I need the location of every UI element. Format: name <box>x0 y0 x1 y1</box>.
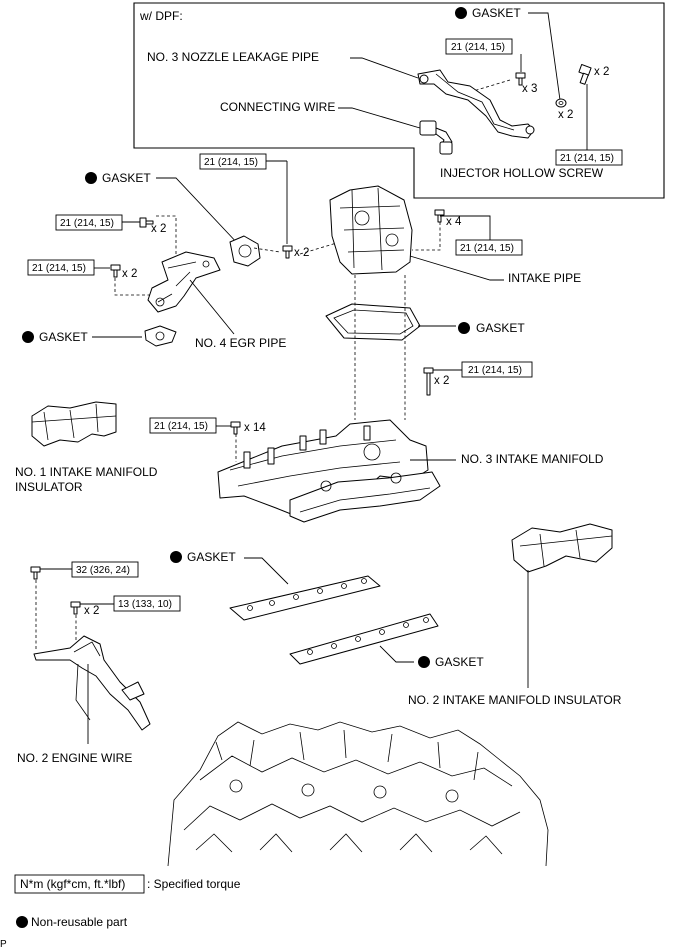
nonreusable-marker-icon <box>418 656 430 668</box>
page-code: P <box>0 939 7 949</box>
count-manifold-side-bolt: x 2 <box>434 375 449 387</box>
torque-box-egr-flange-bolt <box>199 153 267 170</box>
label-no1-intake-manifold-insulator-line2: INSULATOR <box>15 480 83 494</box>
no1-intake-manifold-insulator-part <box>31 401 117 447</box>
no4-egr-pipe-part <box>147 251 221 313</box>
nonreusable-marker-icon <box>16 916 28 928</box>
bolt-icon <box>139 217 154 228</box>
torque-box-egr-upper-bolt <box>55 214 123 231</box>
egr-flange-gasket-part <box>229 235 261 267</box>
torque-hollow-screw: 21 (214, 15) <box>560 153 614 164</box>
nonreusable-marker-icon <box>455 7 467 19</box>
legend-torque-unit: N*m (kgf*cm, ft.*lbf) <box>20 877 125 891</box>
dpf-inset: w/ DPF: GASKET 21 (214, 15) x 3 NO. 3 NO… <box>133 2 665 199</box>
label-no2-engine-wire: NO. 2 ENGINE WIRE <box>17 751 132 765</box>
manifold-area: NO. 1 INTAKE MANIFOLD INSULATOR 21 (214,… <box>15 361 604 523</box>
label-intake-pipe: INTAKE PIPE <box>508 271 581 285</box>
torque-box-engine-wire-bolt-a <box>71 561 139 578</box>
torque-box-manifold-bolt <box>149 417 217 434</box>
torque-intake-pipe-bolt: 21 (214, 15) <box>460 243 514 254</box>
bolt-icon <box>282 245 293 259</box>
bolt-icon <box>423 367 434 396</box>
egr-area: GASKET 21 (214, 15) x 2 21 (214, 15) x 2… <box>22 153 341 350</box>
count-dpf-bolt: x 3 <box>522 83 537 95</box>
engine-block-part <box>167 721 549 867</box>
hollow-screw-icon <box>578 64 592 85</box>
count-engine-wire-bolt-b: x 2 <box>84 605 99 617</box>
torque-box-engine-wire-bolt-b <box>113 595 181 612</box>
legend-nonreusable-desc: Non-reusable part <box>31 915 128 929</box>
label-no1-intake-manifold-insulator-line1: NO. 1 INTAKE MANIFOLD <box>15 465 158 479</box>
label-no2-intake-manifold-insulator: NO. 2 INTAKE MANIFOLD INSULATOR <box>408 693 622 707</box>
dpf-gasket-part <box>555 98 567 108</box>
no2-insulator-area: NO. 2 INTAKE MANIFOLD INSULATOR <box>408 523 622 707</box>
label-gasket-manifold-upper: GASKET <box>187 550 236 564</box>
torque-engine-wire-bolt-b: 13 (133, 10) <box>118 599 172 610</box>
torque-egr-lower-bolt: 21 (214, 15) <box>32 263 86 274</box>
label-gasket-manifold-lower: GASKET <box>435 655 484 669</box>
intake-pipe-area: INTAKE PIPE x 4 21 (214, 15) GASKET <box>325 185 581 420</box>
no2-intake-manifold-insulator-part <box>511 523 613 573</box>
count-intake-pipe-bolt: x 4 <box>446 216 462 228</box>
legend: N*m (kgf*cm, ft.*lbf) : Specified torque… <box>0 874 241 949</box>
count-egr-flange-bolt: x 2 <box>294 247 309 259</box>
bolt-icon <box>30 566 41 580</box>
label-injector-hollow-screw: INJECTOR HOLLOW SCREW <box>440 166 604 180</box>
manifold-upper-gasket-part <box>229 575 381 621</box>
count-hollow-screw: x 2 <box>594 66 609 78</box>
bolt-icon <box>110 264 121 278</box>
manifold-lower-gasket-part <box>289 613 439 665</box>
legend-torque-desc: : Specified torque <box>147 877 241 891</box>
label-gasket-intake-pipe: GASKET <box>476 321 525 335</box>
legend-torque-box <box>14 874 145 894</box>
label-no3-intake-manifold: NO. 3 INTAKE MANIFOLD <box>461 452 604 466</box>
intake-gasket-part <box>325 303 421 341</box>
bolt-icon <box>434 209 445 223</box>
torque-box-intake-pipe-bolt <box>455 239 523 256</box>
no3-intake-manifold-part <box>217 419 441 523</box>
torque-egr-upper-bolt: 21 (214, 15) <box>60 218 114 229</box>
torque-engine-wire-bolt-a: 32 (326, 24) <box>76 565 130 576</box>
bolt-icon <box>515 72 526 86</box>
label-connecting-wire: CONNECTING WIRE <box>220 100 335 114</box>
torque-box-manifold-side-bolt <box>461 361 533 378</box>
dpf-header: w/ DPF: <box>139 9 183 23</box>
label-gasket-egr-lower: GASKET <box>39 330 88 344</box>
nonreusable-marker-icon <box>85 172 97 184</box>
count-egr-lower-bolt: x 2 <box>122 268 137 280</box>
count-manifold-bolt: x 14 <box>244 422 266 434</box>
label-no4-egr-pipe: NO. 4 EGR PIPE <box>195 336 286 350</box>
manifold-gaskets-area: GASKET GASKET <box>170 550 484 669</box>
torque-dpf-bolt: 21 (214, 15) <box>451 42 505 53</box>
count-egr-upper-bolt: x 2 <box>151 223 166 235</box>
bolt-icon <box>70 601 81 615</box>
count-dpf-gasket: x 2 <box>558 109 573 121</box>
intake-pipe-part <box>329 185 413 275</box>
label-gasket-egr: GASKET <box>102 171 151 185</box>
torque-box-hollow-screw <box>555 149 623 166</box>
torque-egr-flange-bolt: 21 (214, 15) <box>204 157 258 168</box>
torque-manifold-side-bolt: 21 (214, 15) <box>468 365 522 376</box>
nonreusable-marker-icon <box>458 322 470 334</box>
label-gasket-dpf: GASKET <box>472 6 521 20</box>
torque-manifold-bolt: 21 (214, 15) <box>154 421 208 432</box>
engine-wire-area: 32 (326, 24) x 2 13 (133, 10) NO. 2 ENGI… <box>17 561 181 765</box>
no2-engine-wire-part <box>33 635 151 731</box>
connecting-wire-part <box>419 120 453 155</box>
nonreusable-marker-icon <box>170 551 182 563</box>
torque-box-dpf-bolt <box>445 38 513 55</box>
label-no3-nozzle-leakage-pipe: NO. 3 NOZZLE LEAKAGE PIPE <box>147 50 319 64</box>
nonreusable-marker-icon <box>22 331 34 343</box>
bolt-icon <box>230 421 241 435</box>
egr-lower-gasket-part <box>144 325 177 347</box>
nozzle-leakage-pipe-part <box>417 69 535 139</box>
torque-box-egr-lower-bolt <box>27 259 95 276</box>
